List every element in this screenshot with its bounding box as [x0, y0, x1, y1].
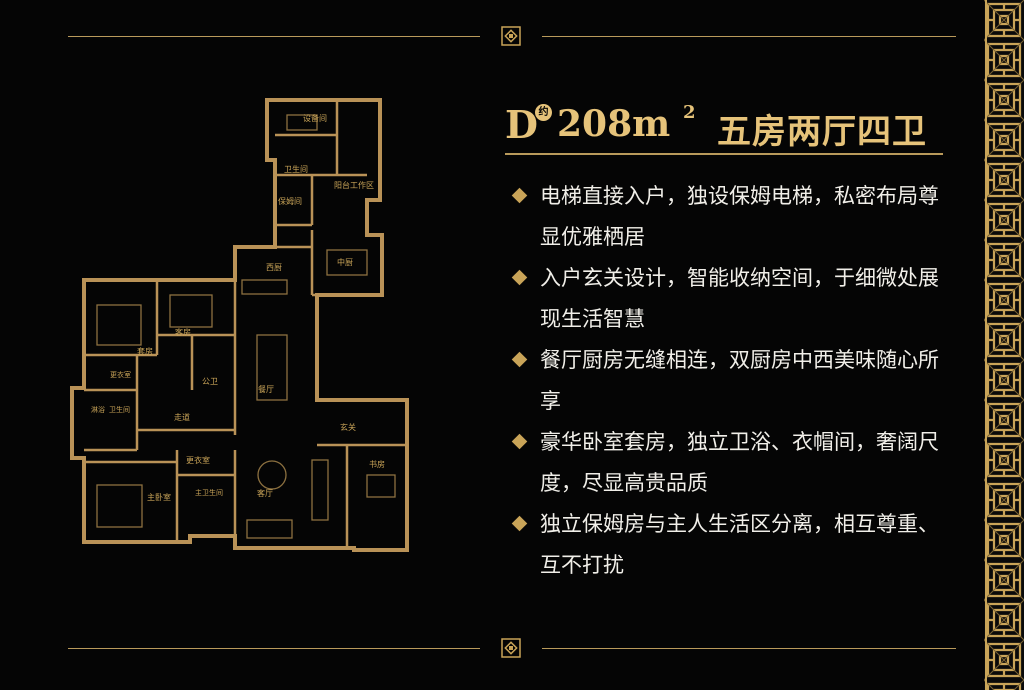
room-dining: 餐厅 — [258, 385, 274, 394]
room-chinese-kitchen: 中厨 — [337, 257, 353, 267]
diamond-bullet-icon — [511, 515, 528, 532]
floor-plan: 设备间 卫生间 保姆间 阳台工作区 西厨 中厨 套房 客房 公卫 餐厅 更衣室 … — [70, 98, 409, 552]
unit-letter: D — [505, 102, 538, 147]
feature-text: 独立保姆房与主人生活区分离，相互尊重、互不打扰 — [540, 512, 939, 577]
diamond-bullet-icon — [511, 351, 528, 368]
feature-item: 入户玄关设计，智能收纳空间，于细微处展现生活智慧 — [511, 258, 954, 339]
room-master: 主卧室 — [147, 492, 171, 502]
area-superscript: 2 — [683, 102, 696, 123]
approx-badge: 约 — [535, 104, 552, 121]
diamond-bullet-icon — [511, 269, 528, 286]
feature-text: 豪华卧室套房，独立卫浴、衣帽间，奢阔尺度，尽显高贵品质 — [540, 430, 939, 495]
feature-text: 入户玄关设计，智能收纳空间，于细微处展现生活智慧 — [540, 266, 939, 331]
room-guest: 客房 — [175, 327, 191, 337]
feature-text: 餐厅厨房无缝相连，双厨房中西美味随心所享 — [540, 348, 939, 413]
outer-wall — [70, 98, 409, 552]
fretwork-border-icon — [984, 0, 1024, 690]
room-closet-a: 更衣室 — [110, 370, 131, 379]
feature-item: 电梯直接入户，独设保姆电梯，私密布局尊显优雅栖居 — [511, 176, 954, 257]
room-bath-a: 卫生间 — [109, 405, 130, 414]
room-west-kitchen: 西厨 — [266, 263, 282, 272]
feature-item: 独立保姆房与主人生活区分离，相互尊重、互不打扰 — [511, 504, 954, 585]
unit-area: 208m — [557, 103, 671, 145]
room-foyer: 玄关 — [340, 422, 356, 432]
room-suite: 套房 — [137, 346, 153, 356]
room-master-bath: 主卫生间 — [195, 488, 223, 497]
top-ornament-icon — [501, 26, 521, 46]
feature-text: 电梯直接入户，独设保姆电梯，私密布局尊显优雅栖居 — [540, 184, 939, 249]
feature-item: 餐厅厨房无缝相连，双厨房中西美味随心所享 — [511, 340, 954, 421]
diamond-bullet-icon — [511, 187, 528, 204]
bottom-rule-right — [542, 648, 956, 649]
room-study: 书房 — [369, 459, 385, 469]
unit-layout: 五房两厅四卫 — [717, 112, 927, 152]
room-corridor: 走道 — [174, 412, 190, 422]
title-divider — [505, 153, 943, 155]
bottom-rule-left — [68, 648, 480, 649]
diamond-bullet-icon — [511, 433, 528, 450]
top-rule-left — [68, 36, 480, 37]
room-closet-b: 更衣室 — [186, 455, 210, 465]
bottom-ornament-icon — [501, 638, 521, 658]
room-bath-top: 卫生间 — [284, 164, 308, 174]
room-equipment: 设备间 — [303, 113, 327, 123]
room-shower: 淋浴 — [91, 405, 105, 414]
feature-list: 电梯直接入户，独设保姆电梯，私密布局尊显优雅栖居 入户玄关设计，智能收纳空间，于… — [511, 176, 954, 586]
page-title: D 约 208m 2 五房两厅四卫 — [505, 96, 955, 152]
room-living: 客厅 — [257, 488, 273, 498]
room-balcony: 阳台工作区 — [334, 180, 374, 190]
room-maid: 保姆间 — [278, 196, 302, 206]
feature-item: 豪华卧室套房，独立卫浴、衣帽间，奢阔尺度，尽显高贵品质 — [511, 422, 954, 503]
room-public-bath: 公卫 — [202, 377, 218, 386]
top-rule-right — [542, 36, 956, 37]
